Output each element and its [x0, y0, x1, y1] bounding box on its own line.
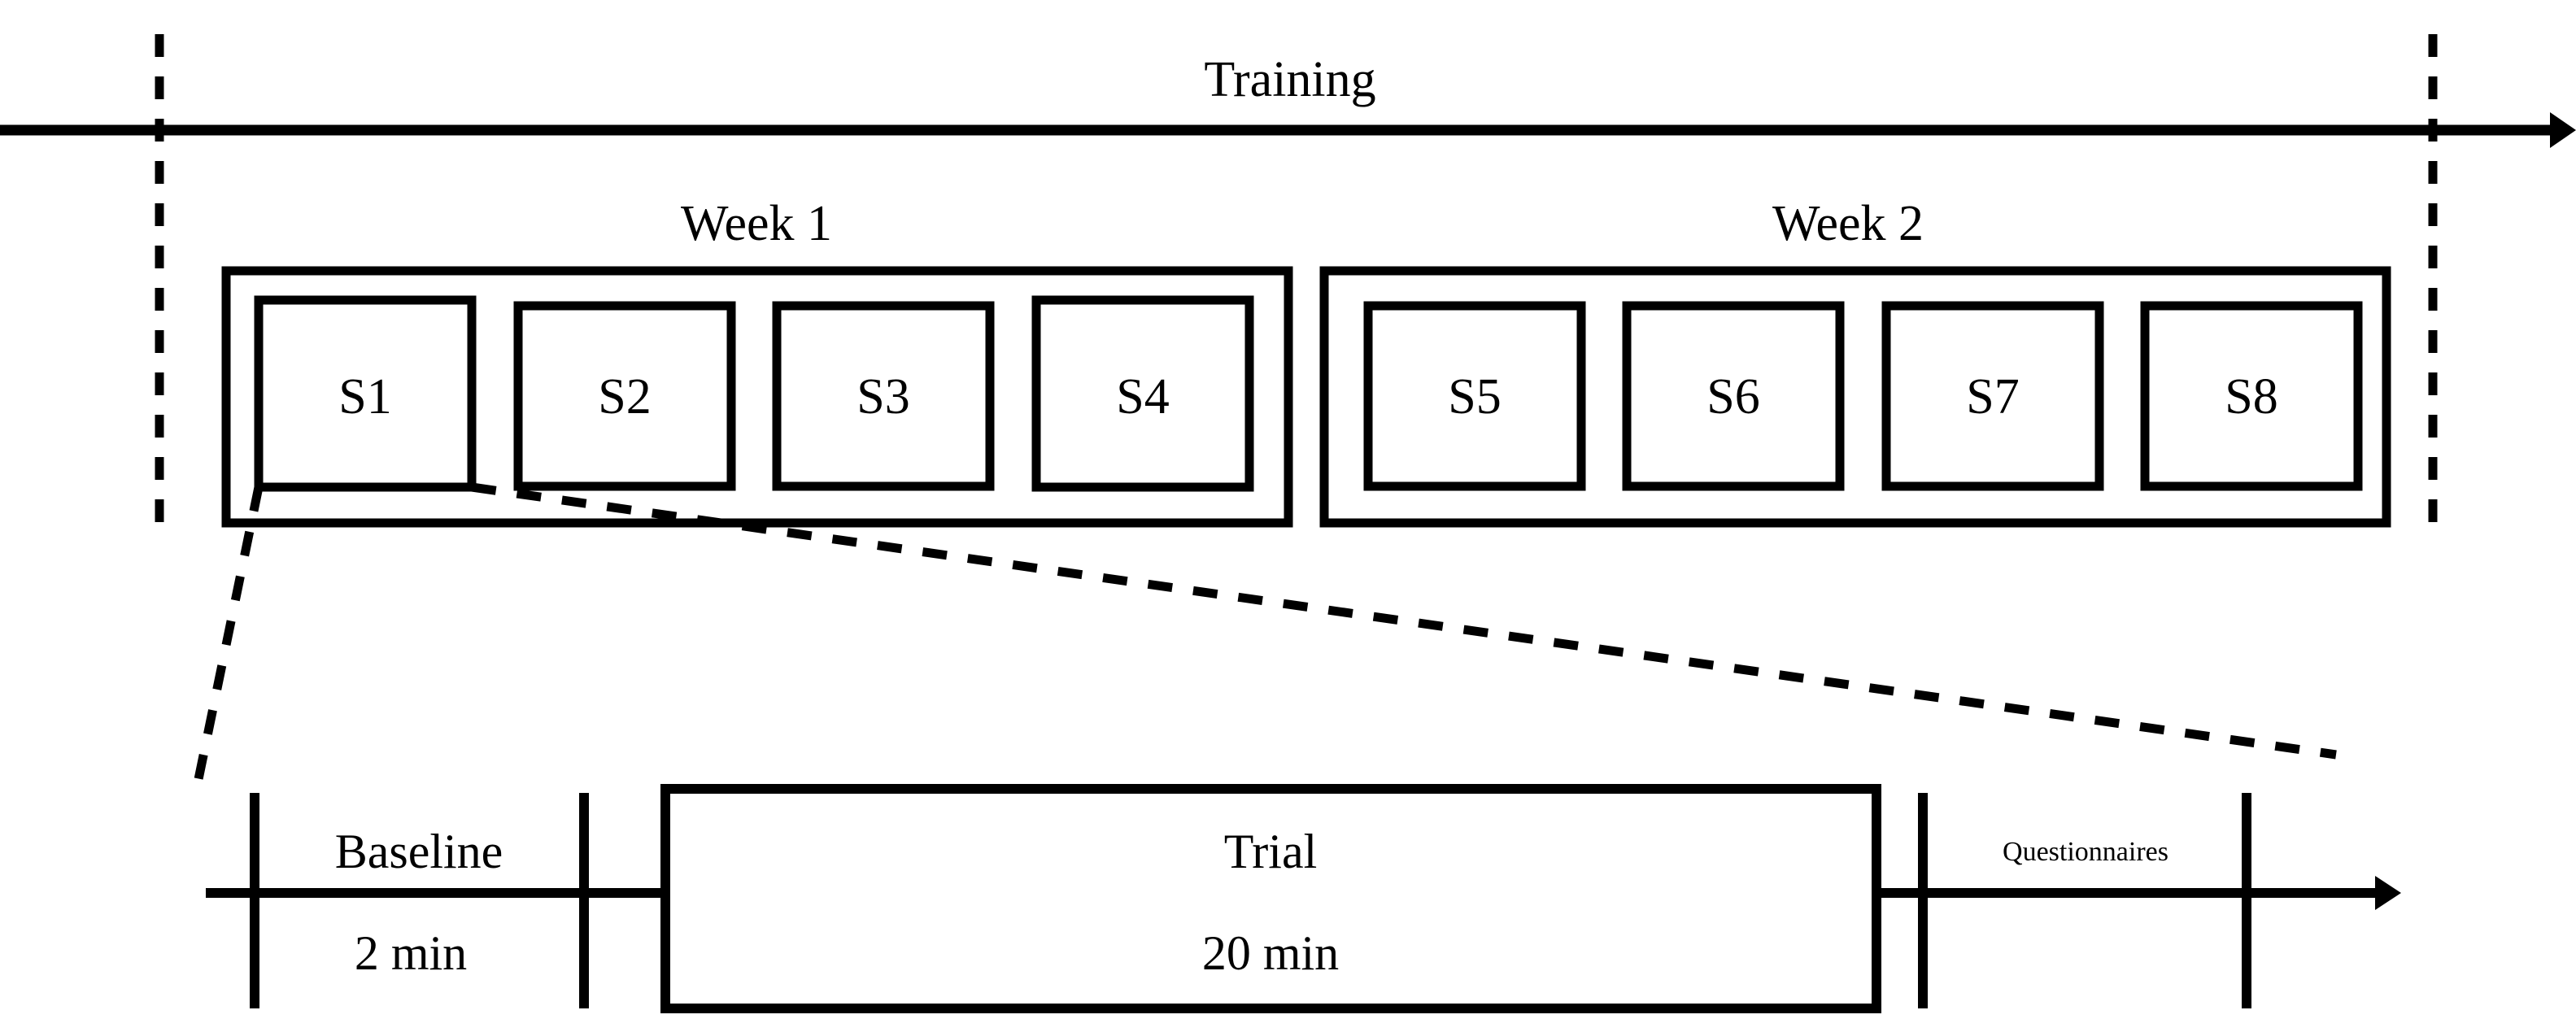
session-label-s7: S7: [1966, 369, 2019, 425]
session-box-s2[interactable]: [513, 301, 736, 491]
session-timeline-group: [206, 784, 2401, 1013]
week-1-group: [221, 266, 1293, 528]
session-box-s4[interactable]: [1031, 295, 1254, 492]
zoom-connector-right: [471, 482, 2337, 760]
session-label-s8: S8: [2225, 369, 2277, 425]
session-label-s5: S5: [1448, 369, 1501, 425]
session-axis-arrowhead: [2375, 876, 2401, 910]
session-label-s4: S4: [1116, 369, 1169, 425]
week-2-group: [1319, 266, 2391, 528]
training-axis-group: [0, 112, 2576, 148]
session-box-s8[interactable]: [2140, 301, 2363, 491]
zoom-connector-left: [193, 486, 264, 785]
session-label-s3: S3: [856, 369, 909, 425]
session-box-s7[interactable]: [1881, 301, 2104, 491]
session-box-s5[interactable]: [1363, 301, 1586, 491]
phase-duration-baseline: 2 min: [355, 926, 467, 980]
training-axis-arrowhead: [2550, 112, 2576, 148]
phase-duration-trial: 20 min: [1202, 926, 1339, 980]
training-title: Training: [1204, 52, 1375, 107]
session-label-s6: S6: [1706, 369, 1759, 425]
phase-label-questionnaires: Questionnaires: [2003, 837, 2168, 867]
session-box-s6[interactable]: [1622, 301, 1845, 491]
session-label-s2: S2: [598, 369, 651, 425]
trial-block: [660, 784, 1881, 1013]
session-box-s3[interactable]: [772, 301, 995, 491]
phase-label-trial: Trial: [1224, 825, 1318, 878]
week-2-label: Week 2: [1772, 196, 1924, 251]
session-label-s1: S1: [338, 369, 391, 425]
week-1-label: Week 1: [681, 196, 832, 251]
session-box-s1[interactable]: [254, 295, 477, 492]
phase-label-baseline: Baseline: [335, 825, 503, 878]
